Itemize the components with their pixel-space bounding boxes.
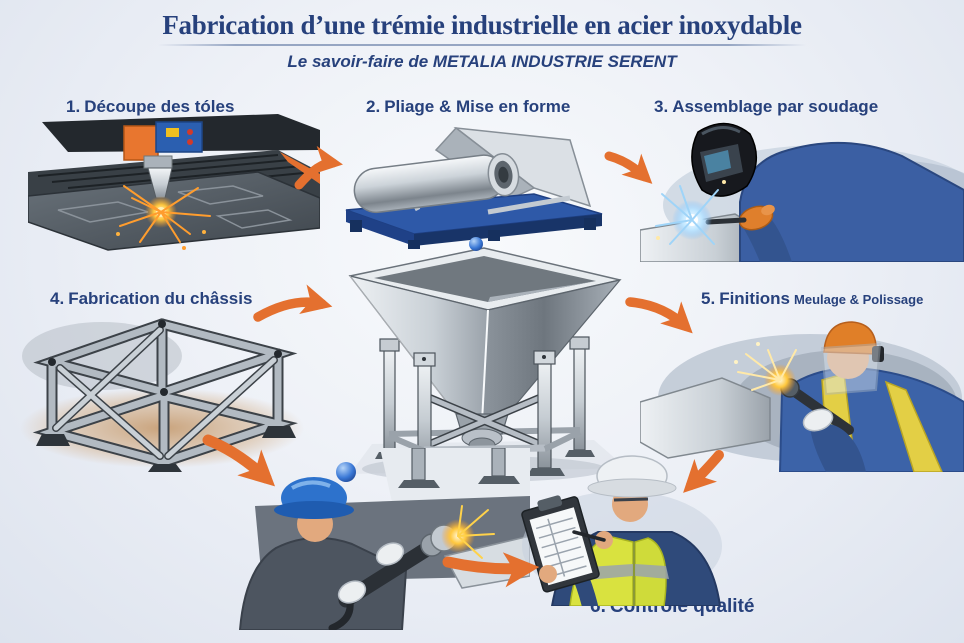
- left-hand: [539, 565, 557, 583]
- workpiece: [640, 377, 771, 459]
- ear-protection: [872, 346, 884, 362]
- hopper-leg-stub: [491, 448, 506, 477]
- welding-glove: [738, 204, 775, 231]
- welder-illustration: [640, 110, 964, 262]
- vest-stripe: [635, 564, 669, 579]
- step-2-number: 2.: [366, 97, 381, 116]
- laser-head: [123, 121, 203, 199]
- sheet-rolling-illustration: [338, 114, 610, 252]
- header: Fabrication d’une trémie industrielle en…: [0, 10, 964, 41]
- step-4-number: 4.: [50, 289, 65, 308]
- welding-helmet-icon: [691, 122, 757, 197]
- white-glove: [375, 542, 405, 566]
- pen: [572, 530, 606, 542]
- step-3-number: 3.: [654, 97, 669, 116]
- rolled-cylinder: [353, 153, 520, 214]
- orange-helmet: [823, 321, 877, 355]
- glasses: [613, 497, 649, 502]
- grinder-illustration: [640, 306, 964, 472]
- polisher-illustration: [200, 448, 530, 630]
- step-3-label: 3.Assemblage par soudage: [654, 97, 878, 117]
- step-1-label: 1.Découpe des tóles: [66, 97, 234, 117]
- step-4-title: Fabrication du châssis: [68, 289, 253, 308]
- laser-sparks: [116, 185, 211, 250]
- worker-body: [238, 536, 408, 630]
- worker-arm: [810, 422, 866, 472]
- title-divider: [158, 44, 806, 46]
- inspector-illustration: [512, 446, 724, 606]
- hopper-leg-stub: [411, 448, 426, 481]
- weld-arc-sparks: [655, 180, 726, 245]
- polishing-sparks: [441, 505, 495, 559]
- step-5-subtitle: Meulage & Polissage: [794, 292, 924, 307]
- step-2-title: Pliage & Mise en forme: [384, 97, 571, 116]
- step-1-number: 1.: [66, 97, 81, 116]
- chassis-illustration: [12, 306, 308, 472]
- hopper-body: [348, 247, 622, 453]
- step-3-title: Assemblage par soudage: [672, 97, 879, 116]
- step-1-title: Découpe des tóles: [84, 97, 235, 116]
- step-4-label: 4.Fabrication du châssis: [50, 289, 252, 309]
- step-5-title: Finitions: [719, 289, 791, 308]
- hivis-strap: [884, 380, 943, 472]
- tool-hose: [328, 598, 354, 630]
- page-subtitle: Le savoir-faire de METALIA INDUSTRIE SER…: [287, 52, 677, 71]
- page-title: Fabrication d’une trémie industrielle en…: [162, 10, 802, 40]
- face-shield: [820, 342, 882, 396]
- step-2-label: 2.Pliage & Mise en forme: [366, 97, 570, 117]
- white-glove: [802, 408, 834, 432]
- laser-cutting-illustration: [28, 114, 320, 254]
- welding-torch: [705, 217, 747, 225]
- grinding-sparks: [734, 342, 797, 396]
- white-glove: [337, 580, 367, 604]
- step-5-number: 5.: [701, 289, 716, 308]
